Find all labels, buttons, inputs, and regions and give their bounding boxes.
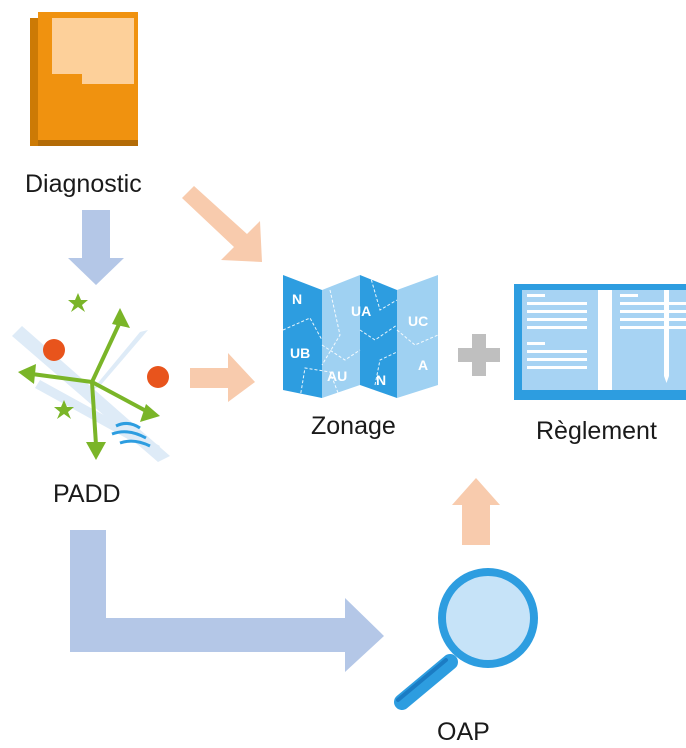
zone-label-uc: UC [408,313,428,329]
arrow-diagnostic-to-padd [68,210,124,285]
reglement-book-icon [514,284,686,400]
magnifier-icon [394,568,538,710]
label-zonage: Zonage [311,412,396,440]
zone-label-au: AU [327,368,347,384]
padd-map-icon [12,293,170,462]
zone-label-ub: UB [290,345,310,361]
zonage-map-icon: N UA UC UB AU N A [282,274,439,399]
zone-label-n1: N [292,291,302,307]
label-reglement: Règlement [536,417,657,445]
zone-label-a: A [418,357,428,373]
label-padd: PADD [53,480,121,508]
plus-icon [458,334,500,376]
label-oap: OAP [437,718,490,746]
arrow-diagnostic-to-zonage [182,186,262,262]
arrow-oap-to-reglement [452,478,500,545]
label-diagnostic: Diagnostic [25,170,142,198]
zone-label-ua: UA [351,303,371,319]
arrow-padd-to-oap [70,530,384,672]
zone-label-n2: N [376,372,386,388]
arrow-padd-to-zonage [190,353,255,402]
document-icon [30,12,138,146]
